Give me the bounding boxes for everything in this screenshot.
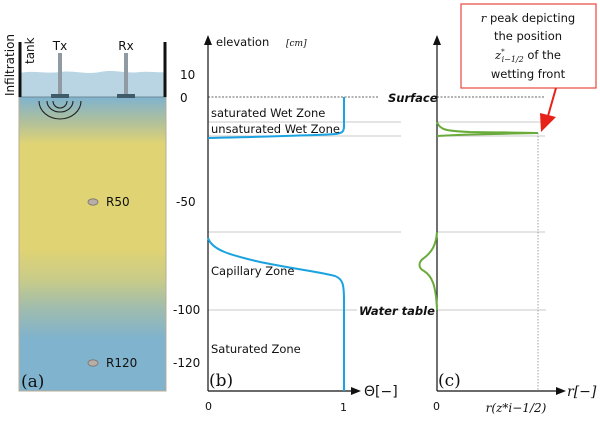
annotation-arrow-shaft: [547, 87, 557, 117]
elevation-tick-neg50: -50: [176, 195, 196, 209]
annotation-var-z: z: [494, 48, 502, 62]
receiver-label: Rx: [118, 39, 133, 53]
elevation-tick-10: 10: [180, 68, 195, 82]
transmitter-label: Tx: [52, 39, 67, 53]
water-layer: [19, 71, 166, 97]
x-axis-label-r: r[−]: [567, 384, 597, 400]
panel-c-y-axis-arrow-icon: [433, 35, 441, 45]
annotation-line-3-text: of the: [524, 48, 561, 62]
elevation-tick-neg120: -120: [173, 356, 200, 370]
zone-saturated-wet: saturated Wet Zone: [211, 106, 325, 120]
annotation-line-1: r peak depicting: [481, 11, 575, 25]
sensor-r120-icon: [87, 359, 99, 367]
zone-saturated: Saturated Zone: [211, 342, 301, 356]
capillary-bump-curve: [418, 231, 438, 311]
elevation-tick-0: 0: [180, 91, 188, 105]
moisture-profile-curve: [207, 97, 345, 391]
panel-b-x-axis-arrow-icon: [351, 387, 361, 395]
panel-c: r[−] 0 (c) r peak depicting the position…: [418, 3, 597, 413]
zone-capillary: Capillary Zone: [211, 264, 294, 278]
annotation-line-1-text: peak depicting: [486, 11, 575, 25]
sensor-r50-label: R50: [106, 195, 130, 209]
sensor-r120-label: R120: [106, 356, 137, 370]
tank-label-infiltration: Infiltration: [3, 34, 17, 96]
water-table-label: Water table: [359, 304, 435, 318]
annotation-arrow-head-icon: [540, 113, 556, 132]
rx-antenna: [117, 53, 135, 98]
annotation-line-3: z*i−1/2 of the: [494, 48, 561, 64]
panel-b: elevation [cm] Θ[−] 0 1 saturated Wet Zo…: [204, 35, 438, 414]
x-axis-label-theta: Θ[−]: [364, 384, 398, 400]
annotation-line-2: the position: [494, 29, 562, 43]
tank-label-tank: tank: [23, 37, 37, 64]
x-tick-0-c: 0: [433, 400, 440, 413]
panel-c-x-axis-arrow-icon: [556, 387, 566, 395]
surface-label: Surface: [388, 91, 438, 105]
annotation-callout: r peak depicting the position z*i−1/2 of…: [460, 3, 597, 132]
signal-waves-icon: [38, 100, 82, 120]
x-tick-peak: r(z*i−1/2): [478, 399, 554, 417]
annotation-var-z-sub: i−1/2: [502, 55, 524, 64]
annotation-var-r: r: [481, 11, 488, 25]
annotation-var-z-sup: *: [501, 48, 505, 56]
guide-lines: [208, 96, 546, 311]
sensor-r50-icon: [87, 198, 99, 206]
panel-b-y-axis-arrow-icon: [204, 35, 212, 45]
annotation-box: [460, 3, 597, 89]
panel-b-label: (b): [209, 371, 233, 391]
panel-a: Tx Rx Infiltration tank R50 R120 (a) 10 …: [3, 34, 200, 392]
soil-column: [18, 96, 167, 392]
zone-unsaturated-wet: unsaturated Wet Zone: [211, 122, 340, 136]
tx-antenna: [51, 53, 69, 98]
annotation-line-4: wetting front: [491, 67, 566, 81]
elevation-tick-neg100: -100: [173, 303, 200, 317]
panel-a-label: (a): [21, 372, 44, 392]
x-tick-1: 1: [340, 401, 347, 414]
y-axis-label: elevation: [216, 35, 269, 49]
panel-c-label: (c): [438, 371, 461, 391]
wetting-front-peak-curve: [436, 121, 539, 137]
y-axis-unit: [cm]: [286, 39, 307, 49]
x-tick-0: 0: [205, 400, 212, 413]
